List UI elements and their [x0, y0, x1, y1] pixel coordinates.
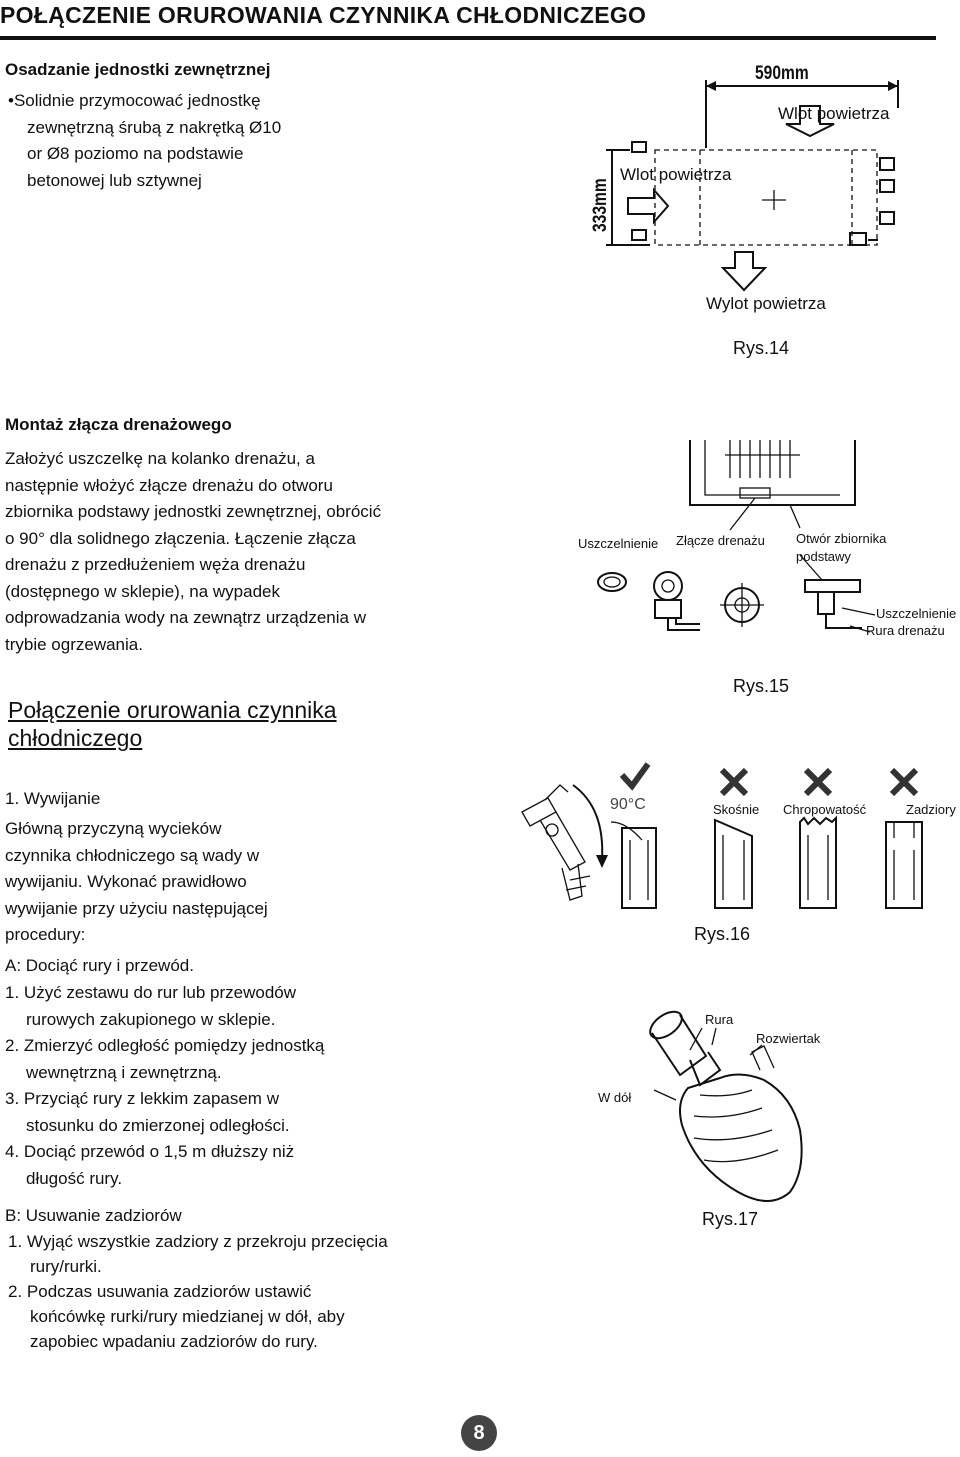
outdoor-text: •Solidnie przymocować jednostkę zewnętrz… — [8, 88, 281, 194]
fig14-width-label: 590mm — [755, 63, 809, 84]
fig16-bad1-label: Skośnie — [713, 802, 760, 817]
b-item-1: 1. Wyjąć wszystkie zadziory z przekroju … — [8, 1232, 388, 1251]
flaring-b-list: 1. Wyjąć wszystkie zadziory z przekroju … — [8, 1229, 388, 1354]
fig14-caption: Rys.14 — [733, 338, 790, 358]
fig15-pipe-label: Rura drenażu — [866, 623, 945, 638]
fig17-pipe-label: Rura — [705, 1012, 734, 1027]
flaring-a-list: 1. Użyć zestawu do rur lub przewodów rur… — [5, 980, 324, 1192]
a-item-4: 4. Dociąć przewód o 1,5 m dłuższy niż — [5, 1142, 295, 1161]
fig14-inlet-left: Wlot powietrza — [620, 165, 732, 184]
fig16-cut-diagram — [521, 762, 923, 909]
outdoor-line-3: or Ø8 poziomo na podstawie — [27, 144, 244, 163]
outdoor-line-2: zewnętrzną śrubą z nakrętką Ø10 — [27, 117, 282, 137]
b-item-1-cont: rury/rurki. — [30, 1257, 102, 1276]
fig15-hole-label-2: podstawy — [796, 549, 851, 564]
fig15-seal-label: Uszczelnienie — [578, 536, 659, 551]
a-item-3-cont: stosunku do zmierzonej odległości. — [26, 1115, 290, 1135]
flaring-line-4: wywijanie przy użyciu następującej — [5, 898, 268, 918]
a-item-3: 3. Przyciąć rury z lekkim zapasem w — [5, 1089, 279, 1108]
fig17-reamer-label: Rozwiertak — [756, 1031, 821, 1046]
outdoor-line-4: betonowej lub sztywnej — [27, 170, 202, 190]
outdoor-line-1: •Solidnie przymocować jednostkę — [8, 91, 261, 110]
fig15-hole-label-1: Otwór zbiornika — [796, 531, 887, 546]
fig16-bad3-label: Zadziory — [906, 802, 956, 817]
fig15-drain-diagram — [597, 440, 876, 633]
a-item-2: 2. Zmierzyć odległość pomiędzy jednostką — [5, 1036, 325, 1055]
page-number: 8 — [461, 1415, 497, 1451]
piping-title-line-1: Połączenie orurowania czynnika — [8, 697, 337, 723]
flaring-line-5: procedury: — [5, 925, 86, 944]
drain-line-1: Założyć uszczelkę na kolanko drenażu, a — [5, 449, 315, 468]
piping-title-line-2: chłodniczego — [8, 725, 143, 751]
drain-text: Założyć uszczelkę na kolanko drenażu, a … — [5, 446, 381, 658]
drain-line-5: drenażu z przedłużeniem węża drenażu — [5, 555, 306, 574]
drain-line-3: zbiornika podstawy jednostki zewnętrznej… — [5, 502, 382, 521]
fig16-caption: Rys.16 — [694, 924, 751, 944]
fig14-unit-diagram — [606, 80, 899, 292]
piping-title: Połączenie orurowania czynnika chłodnicz… — [8, 696, 337, 752]
drain-line-4: o 90° dla solidnego złączenia. Łączenie … — [5, 528, 356, 548]
drain-line-7: odprowadzania wody na zewnątrz urządzeni… — [5, 608, 366, 627]
flaring-b-heading: B: Usuwanie zadziorów — [5, 1206, 182, 1225]
flaring-intro: Główną przyczyną wycieków czynnika chłod… — [5, 816, 268, 949]
b-item-2: 2. Podczas usuwania zadziorów ustawić — [8, 1282, 312, 1301]
fig15-caption: Rys.15 — [733, 676, 790, 696]
a-item-1-cont: rurowych zakupionego w sklepie. — [26, 1009, 276, 1029]
flaring-line-1: Główną przyczyną wycieków — [5, 819, 222, 838]
a-item-4-cont: długość rury. — [26, 1168, 123, 1188]
page-title: POŁĄCZENIE ORUROWANIA CZYNNIKA CHŁODNICZ… — [0, 2, 647, 28]
drain-line-6: (dostępnego w sklepie), na wypadek — [5, 581, 280, 601]
fig15-connector-label: Złącze drenażu — [676, 533, 765, 548]
flaring-a-heading: A: Dociąć rury i przewód. — [5, 956, 194, 975]
outdoor-heading: Osadzanie jednostki zewnętrznej — [5, 60, 271, 79]
fig14-outlet: Wylot powietrza — [706, 294, 826, 313]
flaring-line-3: wywijaniu. Wykonać prawidłowo — [5, 872, 247, 891]
fig15-seal2-label: Uszczelnienie — [876, 606, 957, 621]
a-item-1: 1. Użyć zestawu do rur lub przewodów — [5, 983, 297, 1002]
fig16-angle-label: 90°C — [610, 796, 646, 813]
flaring-line-2: czynnika chłodniczego są wady w — [5, 845, 260, 865]
flaring-heading: 1. Wywijanie — [5, 789, 101, 808]
fig16-bad2-label: Chropowatość — [783, 802, 867, 817]
fig17-down-label: W dół — [598, 1090, 632, 1105]
fig14-inlet-right: Wlot powietrza — [778, 104, 890, 123]
drain-line-2: następnie włożyć złącze drenażu do otwor… — [5, 475, 333, 495]
b-item-2-cont-1: końcówkę rurki/rury miedzianej w dół, ab… — [30, 1307, 345, 1326]
fig17-reamer-diagram — [649, 1010, 803, 1202]
a-item-2-cont: wewnętrzną i zewnętrzną. — [26, 1062, 222, 1082]
b-item-2-cont-2: zapobiec wpadaniu zadziorów do rury. — [30, 1332, 318, 1351]
title-rule — [0, 36, 936, 40]
drain-line-8: trybie ogrzewania. — [5, 634, 143, 654]
drain-heading: Montaż złącza drenażowego — [5, 415, 232, 434]
fig17-caption: Rys.17 — [702, 1209, 759, 1229]
